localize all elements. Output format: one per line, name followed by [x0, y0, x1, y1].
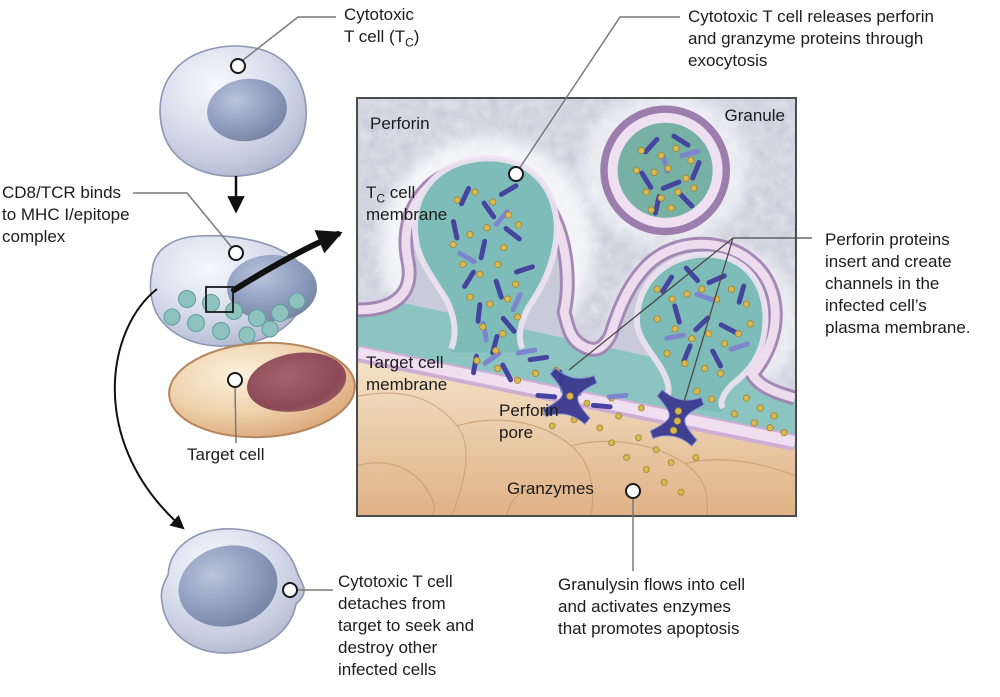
label-perforin-proteins: Perforin proteins insert and create chan… [825, 230, 971, 337]
label-detaches: Cytotoxic T cell detaches from target to… [338, 572, 475, 679]
inset-illustration [358, 99, 795, 515]
inset-label-granzymes: Granzymes [507, 479, 594, 498]
perforin-pore-right [649, 389, 705, 447]
label-granulysin: Granulysin flows into cell and activates… [558, 575, 746, 638]
target-cell-interior [358, 358, 795, 515]
perforin-pore-left [542, 367, 598, 425]
target-cell-illustration [168, 341, 356, 439]
fused-granule-left [411, 155, 560, 353]
tc-nucleus [207, 78, 287, 142]
inset-label-target-membrane: Target cell membrane [366, 353, 448, 394]
inset-label-perforin-pore: Perforin pore [499, 401, 559, 442]
target-cell-nucleus [247, 352, 347, 412]
label-releases-perforin: Cytotoxic T cell releases perforin and g… [688, 7, 934, 70]
label-target-cell: Target cell [187, 445, 265, 464]
inset-label-perforin: Perforin [370, 114, 430, 133]
tc-cell-top [159, 45, 307, 177]
inset-label-granule: Granule [724, 106, 785, 125]
tc-cell-detached [160, 528, 305, 654]
tc-cell-bound [149, 234, 317, 347]
label-cd8-tcr: CD8/TCR binds to MHC I/epitope complex [2, 183, 130, 246]
